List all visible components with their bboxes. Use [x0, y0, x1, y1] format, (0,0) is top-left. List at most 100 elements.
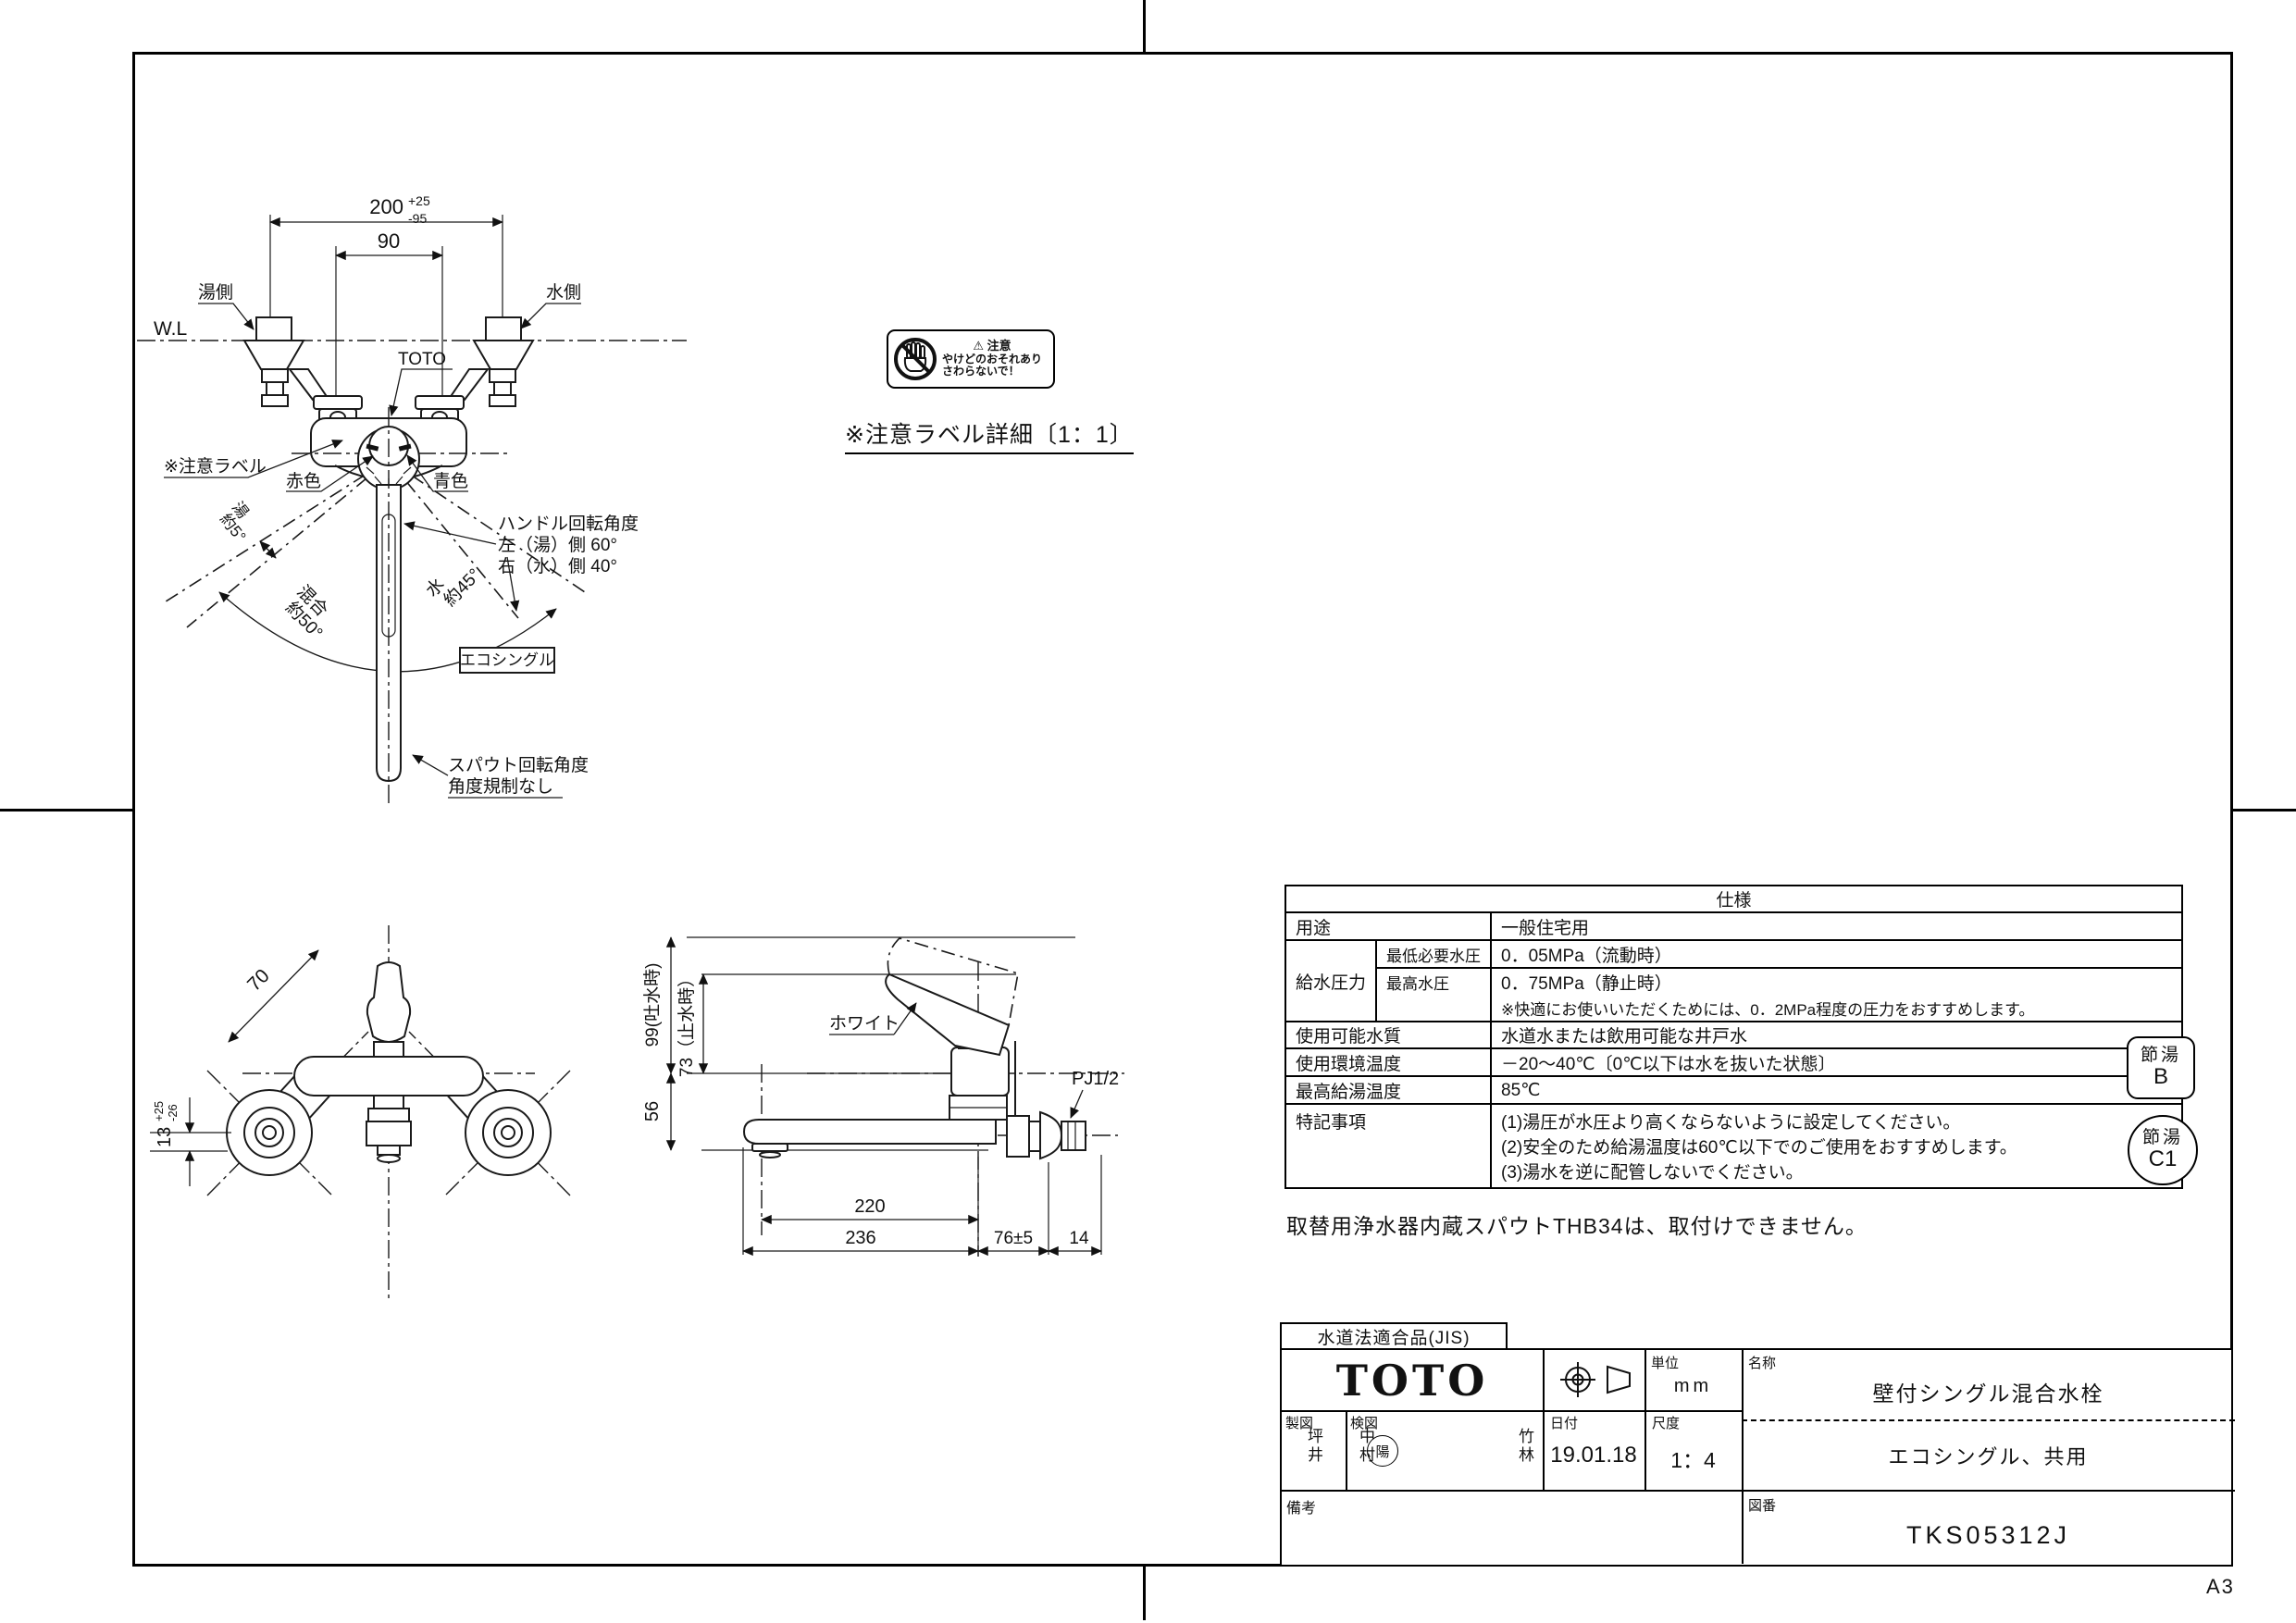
- length-dims: 220 236 76±5 14: [742, 1147, 1102, 1257]
- svg-text:青色: 青色: [433, 471, 468, 491]
- caution-detail-caption: ※注意ラベル詳細〔1：1〕: [845, 416, 1134, 454]
- wall-line-label: W.L: [154, 318, 187, 340]
- spec-label-ambient: 使用環境温度: [1284, 1047, 1493, 1077]
- unit-value: mm: [1673, 1376, 1713, 1396]
- spec-label-usage: 用途: [1284, 911, 1493, 941]
- spec-label-maxtemp: 最高給湯温度: [1284, 1075, 1493, 1105]
- paper-size-label: A3: [2206, 1575, 2235, 1598]
- svg-text:-95: -95: [408, 211, 427, 226]
- blue-indicator-mark: [398, 443, 412, 452]
- bottom-views-drawing: 70 13 +25 -26 99(吐水時) 73（止水時） 56: [150, 925, 1124, 1303]
- caution-line2: さわらないで！: [942, 365, 1020, 378]
- svg-text:湯側: 湯側: [198, 282, 233, 303]
- warning-triangle-icon: ⚠: [973, 338, 985, 353]
- svg-text:エコシングル: エコシングル: [460, 651, 554, 669]
- svg-text:ハンドル回転角度: ハンドル回転角度: [498, 514, 639, 534]
- hot-supply-leg: [242, 316, 363, 427]
- date-value: 19.01.18: [1550, 1443, 1637, 1468]
- spec-value-maxtemp: 85℃: [1490, 1075, 2184, 1105]
- product-subname: エコシングル、共用: [1888, 1445, 2089, 1468]
- height-dims: 99(吐水時) 73（止水時） 56: [642, 936, 1075, 1151]
- drawing-no-label: 図番: [1748, 1498, 1777, 1514]
- rear-view: [206, 925, 571, 1303]
- spec-title: 仕様: [1284, 885, 2184, 913]
- scale-label: 尺度: [1652, 1416, 1681, 1431]
- jis-compliance-tab: 水道法適合品(JIS): [1280, 1322, 1508, 1351]
- svg-text:-26: -26: [166, 1104, 180, 1121]
- spec-note-pressure: ※快適にお使いいただくためには、0．2MPa程度の圧力をおすすめします。: [1490, 996, 2184, 1022]
- water-saving-badge-c1: 節湯 C1: [2128, 1115, 2198, 1185]
- checked-name-2: 竹林: [1516, 1428, 1533, 1465]
- no-touch-icon: [894, 338, 937, 380]
- center-mark-top: [1143, 0, 1146, 52]
- caution-header: ⚠ 注意: [973, 338, 1011, 353]
- date-label: 日付: [1550, 1416, 1579, 1431]
- svg-text:13: 13: [155, 1127, 175, 1147]
- caution-label-detail: ⚠ 注意 やけどのおそれあり さわらないで！: [887, 329, 1055, 389]
- svg-text:56: 56: [642, 1101, 663, 1121]
- replacement-note: 取替用浄水器内蔵スパウトTHB34は、取付けできません。: [1286, 1214, 1868, 1238]
- svg-text:左（湯）側 60°: 左（湯）側 60°: [498, 535, 617, 555]
- red-indicator-mark: [366, 443, 379, 452]
- dim-pitch-200: 200 +25 -95: [269, 193, 503, 316]
- svg-text:76±5: 76±5: [994, 1229, 1033, 1248]
- spec-label-pressure: 給水圧力: [1284, 939, 1378, 1022]
- svg-text:PJ1/2: PJ1/2: [1072, 1069, 1119, 1089]
- svg-text:右（水）側 40°: 右（水）側 40°: [498, 556, 617, 576]
- unit-label: 単位: [1651, 1356, 1680, 1371]
- center-mark-right: [2233, 809, 2296, 812]
- svg-text:スパウト回転角度: スパウト回転角度: [448, 755, 589, 775]
- svg-text:220: 220: [854, 1196, 885, 1217]
- drawing-number: TKS05312J: [1905, 1521, 2071, 1549]
- center-mark-bottom: [1143, 1567, 1146, 1620]
- name-divider-dashed: [1742, 1419, 2235, 1421]
- svg-text:236: 236: [845, 1228, 875, 1248]
- svg-text:ホワイト: ホワイト: [829, 1014, 900, 1034]
- spec-value-quality: 水道水または飲用可能な井戸水: [1490, 1021, 2184, 1049]
- spec-label-notes: 特記事項: [1284, 1103, 1493, 1189]
- svg-text:赤色: 赤色: [286, 471, 321, 491]
- spec-value-pressure-min: 0．05MPa（流動時）: [1490, 939, 2184, 969]
- side-view: [742, 937, 1124, 1257]
- spec-note-line1: (1)湯圧が水圧より高くならないように設定してください。: [1501, 1113, 1961, 1133]
- spec-value-pressure-max: 0．75MPa（静止時）: [1490, 967, 2184, 996]
- name-label: 名称: [1748, 1356, 1777, 1371]
- spec-label-pressure-max: 最高水圧: [1375, 967, 1493, 996]
- svg-text:TOTO: TOTO: [398, 350, 446, 369]
- title-block: TOTO 単位 mm 名称 壁付シングル混合水栓 エコシングル、共用 製図 坪井…: [1280, 1348, 2235, 1567]
- cold-supply-leg: [415, 316, 535, 427]
- dim-center-90: 90: [335, 229, 443, 396]
- center-mark-left: [0, 809, 132, 812]
- sheet-frame: [132, 52, 2233, 1567]
- eco-single-box: [459, 647, 555, 674]
- water-saving-badge-b: 節湯 B: [2127, 1036, 2195, 1099]
- svg-text:+25: +25: [152, 1101, 166, 1121]
- svg-text:73（止水時）: 73（止水時）: [676, 970, 697, 1077]
- svg-text:角度規制なし: 角度規制なし: [448, 776, 553, 797]
- svg-text:水側: 水側: [546, 282, 581, 303]
- drawn-name: 坪井: [1305, 1428, 1322, 1465]
- product-name: 壁付シングル混合水栓: [1872, 1381, 2104, 1406]
- svg-text:14: 14: [1069, 1229, 1089, 1248]
- spec-value-notes: (1)湯圧が水圧より高くならないように設定してください。 (2)安全のため給湯温…: [1490, 1103, 2184, 1189]
- checker-stamp: 陽: [1367, 1435, 1398, 1467]
- side-view-labels: ホワイト PJ1/2: [829, 1002, 1119, 1119]
- spec-value-ambient: －20～40℃〔0℃以下は水を抜いた状態〕: [1490, 1047, 2184, 1077]
- checked-label: 検図: [1350, 1416, 1379, 1431]
- caution-line1: やけどのおそれあり: [942, 352, 1043, 365]
- svg-text:90: 90: [378, 229, 400, 253]
- front-view-drawing: W.L: [137, 193, 687, 803]
- projection-symbol-icon: [1560, 1362, 1631, 1397]
- svg-text:70: 70: [243, 965, 274, 996]
- dim-70: 70: [228, 949, 319, 1043]
- spec-note-line3: (3)湯水を逆に配管しないでください。: [1501, 1163, 1804, 1183]
- spec-label-quality: 使用可能水質: [1284, 1021, 1493, 1049]
- svg-text:200: 200: [369, 195, 403, 218]
- dim-13: 13 +25 -26: [150, 1097, 231, 1186]
- scale-value: 1：4: [1670, 1448, 1716, 1472]
- faucet-body: [292, 417, 507, 490]
- toto-logo: TOTO: [1335, 1355, 1489, 1406]
- svg-text:99(吐水時): 99(吐水時): [642, 963, 663, 1047]
- spec-note-line2: (2)安全のため給湯温度は60℃以下でのご使用をおすすめします。: [1501, 1138, 2017, 1158]
- drawn-label: 製図: [1285, 1416, 1314, 1431]
